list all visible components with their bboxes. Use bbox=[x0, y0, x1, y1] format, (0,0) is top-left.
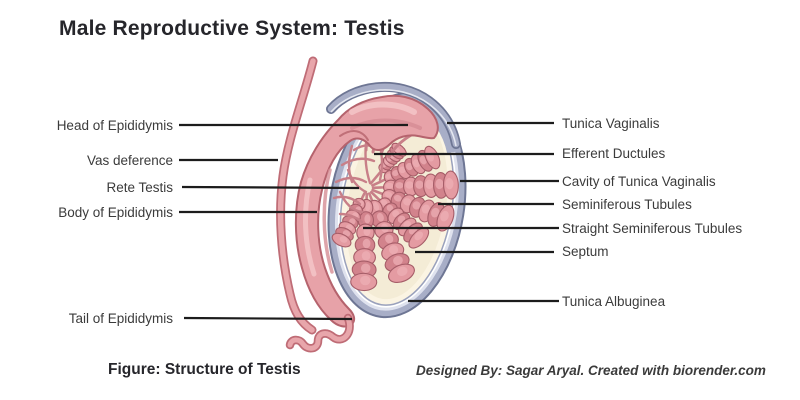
tubule-coil-highlight bbox=[412, 159, 420, 168]
rete-testis-network bbox=[332, 141, 384, 224]
tubule-coil-highlight bbox=[385, 182, 394, 189]
label-tunica-albuginea: Tunica Albuginea bbox=[562, 294, 666, 309]
tubule-coil-highlight bbox=[395, 182, 404, 189]
tubule-coil-highlight bbox=[372, 202, 380, 211]
seminiferous-lobule bbox=[370, 190, 430, 249]
tubule-coil-highlight bbox=[414, 231, 424, 241]
tubule-coil-highlight bbox=[412, 201, 421, 210]
label-seminiferous-tubules: Seminiferous Tubules bbox=[562, 197, 692, 212]
label-vas-deference: Vas deference bbox=[86, 153, 173, 168]
tubule-coil-highlight bbox=[385, 173, 392, 180]
tubule-coil-highlight bbox=[381, 199, 388, 206]
tubule-coil-highlight bbox=[389, 245, 399, 255]
tubule-coil-highlight bbox=[421, 204, 431, 214]
tubule-coil-highlight bbox=[385, 234, 394, 244]
tubule-coil-highlight bbox=[403, 198, 412, 206]
tubule-coil-highlight bbox=[393, 255, 403, 266]
epididymis-tail-squiggle bbox=[285, 313, 354, 353]
tubule-coil-highlight bbox=[435, 178, 444, 190]
tubule-coil-highlight bbox=[405, 181, 414, 189]
leader-line-tail-of-epididymis bbox=[183, 316, 353, 321]
label-head-of-epididymis: Head of Epididymis bbox=[56, 118, 173, 133]
tubule-coil-highlight bbox=[339, 236, 348, 243]
label-septum: Septum bbox=[562, 244, 609, 259]
tubule-coil-highlight bbox=[445, 178, 454, 190]
page-title: Male Reproductive System: Testis bbox=[59, 17, 405, 40]
label-rete-testis: Rete Testis bbox=[106, 180, 173, 195]
vas-deferens-shape bbox=[276, 56, 318, 335]
label-straight-seminiferous-tubules: Straight Seminiferous Tubules bbox=[562, 221, 743, 236]
tubule-coil-highlight bbox=[365, 201, 371, 212]
tubule-coil-highlight bbox=[399, 166, 406, 174]
tubule-coil-highlight bbox=[376, 212, 384, 222]
label-cavity-of-tunica-vaginalis: Cavity of Tunica Vaginalis bbox=[562, 174, 716, 189]
tubule-coil-highlight bbox=[440, 210, 449, 222]
seminiferous-lobule bbox=[331, 192, 366, 248]
tubule-coil-highlight bbox=[364, 214, 371, 224]
seminiferous-lobule bbox=[350, 192, 378, 292]
tubule-coil-highlight bbox=[386, 204, 394, 212]
tubule-coil-highlight bbox=[405, 162, 413, 171]
tubule-coil-highlight bbox=[431, 207, 440, 218]
figure-caption: Figure: Structure of Testis bbox=[108, 361, 301, 378]
tubule-coil-highlight bbox=[393, 194, 402, 202]
tubule-coil-highlight bbox=[392, 210, 400, 218]
tubule-coil-highlight bbox=[415, 180, 424, 189]
tubule-coil-highlight bbox=[360, 275, 371, 286]
tubule-coil-highlight bbox=[384, 191, 393, 198]
leader-lines bbox=[179, 121, 559, 321]
tubule-coil-highlight bbox=[425, 179, 434, 189]
leader-line-rete-testis bbox=[181, 185, 360, 190]
seminiferous-tubules-group bbox=[331, 142, 459, 292]
credit-text: Designed By: Sagar Aryal. Created with b… bbox=[416, 363, 766, 378]
label-efferent-ductules: Efferent Ductules bbox=[562, 146, 666, 161]
tubule-coil-highlight bbox=[392, 169, 399, 177]
tubule-coil-highlight bbox=[361, 251, 371, 261]
tubule-coil-highlight bbox=[397, 266, 408, 277]
label-tunica-vaginalis: Tunica Vaginalis bbox=[562, 116, 660, 131]
label-tail-of-epididymis: Tail of Epididymis bbox=[68, 311, 173, 326]
tunica-vaginalis-top-band bbox=[326, 82, 461, 149]
seminiferous-lobule bbox=[367, 192, 415, 284]
tubule-coil-highlight bbox=[360, 263, 371, 273]
label-body-of-epididymis: Body of Epididymis bbox=[58, 205, 173, 220]
tubule-coil-highlight bbox=[362, 238, 371, 249]
